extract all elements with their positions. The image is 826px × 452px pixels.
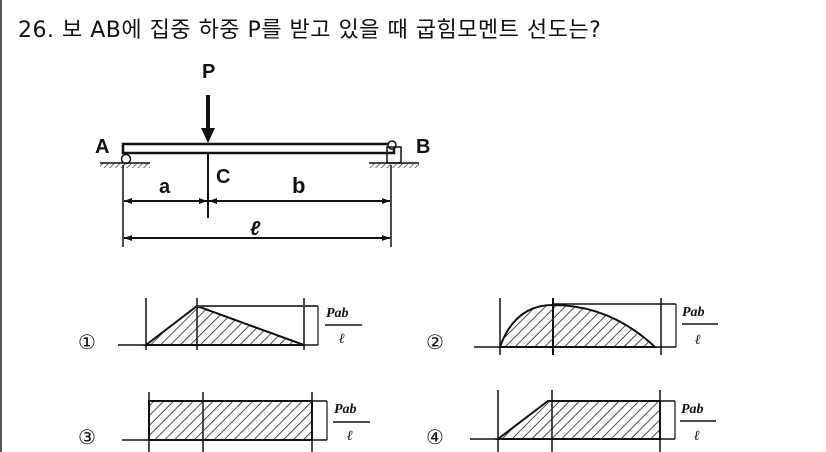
ground-hatch-right — [369, 163, 419, 168]
beam-diagram: P A B C a b ℓ — [95, 61, 430, 247]
support-a-label: A — [95, 136, 109, 158]
option-3-fraction-den: ℓ — [347, 429, 353, 444]
beam — [121, 142, 396, 155]
ground-hatch-left — [100, 163, 150, 168]
dim-total-label: ℓ — [250, 218, 261, 240]
roller-support-icon — [120, 153, 132, 165]
load-arrow-head — [201, 128, 215, 143]
option-2-diagram[interactable]: Pab ℓ — [474, 298, 718, 355]
option-2-fraction-den: ℓ — [695, 333, 701, 348]
option-2-marker[interactable]: ② — [426, 330, 444, 354]
option-4-diagram[interactable]: Pab ℓ — [470, 390, 716, 452]
option-1-fraction-den: ℓ — [339, 332, 345, 347]
option-2-fraction-num: Pab — [682, 305, 705, 320]
option-1-fraction-num: Pab — [326, 306, 349, 321]
option-3-diagram[interactable]: Pab ℓ — [122, 392, 370, 452]
dim-a-label: a — [159, 176, 171, 198]
option-4-marker[interactable]: ④ — [426, 425, 444, 449]
question-text: 26. 보 AB에 집중 하중 P를 받고 있을 때 굽힘모멘트 선도는? — [18, 18, 602, 43]
load-label: P — [202, 61, 215, 83]
option-3-fraction-num: Pab — [334, 402, 357, 417]
dim-b-label: b — [292, 173, 305, 198]
point-c-label: C — [216, 166, 230, 188]
option-4-fraction-den: ℓ — [694, 429, 700, 444]
page-left-border — [0, 0, 2, 452]
option-4-fraction-num: Pab — [681, 402, 704, 417]
option-1-marker[interactable]: ① — [78, 330, 96, 354]
option-1-diagram[interactable]: Pab ℓ — [118, 298, 362, 350]
support-b-label: B — [416, 136, 430, 158]
option-3-marker[interactable]: ③ — [78, 425, 96, 449]
pin-support-icon — [387, 140, 397, 150]
